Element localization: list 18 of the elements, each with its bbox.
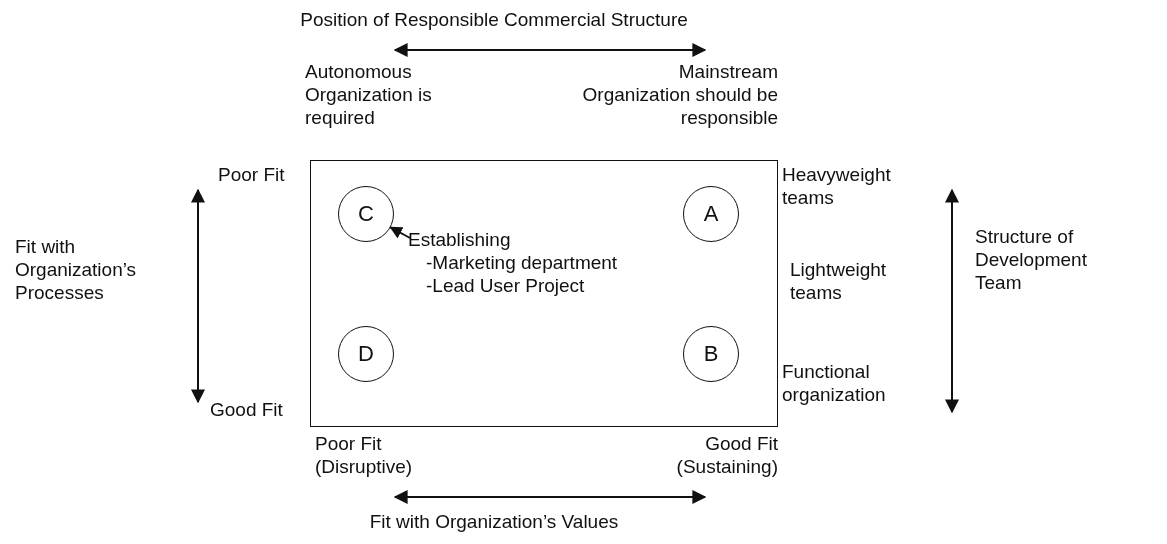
- arrow: [389, 226, 411, 239]
- annotation-text: Establishing: [408, 228, 512, 251]
- axis-end-label: Autonomous Organization is required: [305, 60, 433, 129]
- list-item: -Lead User Project: [425, 274, 586, 297]
- axis-end-label: Poor Fit (Disruptive): [315, 432, 414, 478]
- row-label: Functional organization: [782, 360, 887, 406]
- axis-end-label: Good Fit (Sustaining): [675, 432, 778, 478]
- row-label: Heavyweight teams: [782, 163, 892, 209]
- list-item: -Marketing department: [425, 251, 618, 274]
- axis-title: Position of Responsible Commercial Structure: [299, 8, 689, 31]
- axis-title: Fit with Organization’s Values: [368, 510, 620, 533]
- axis-end-label: Good Fit: [210, 398, 284, 421]
- row-label: Lightweight teams: [790, 258, 888, 304]
- axis-title: Structure of Development Team: [975, 225, 1088, 294]
- axis-end-label: Poor Fit: [218, 163, 286, 186]
- matrix-box: [310, 160, 778, 427]
- axis-title: Fit with Organization’s Processes: [15, 235, 138, 304]
- axis-end-label: Mainstream Organization should be responsible: [581, 60, 778, 129]
